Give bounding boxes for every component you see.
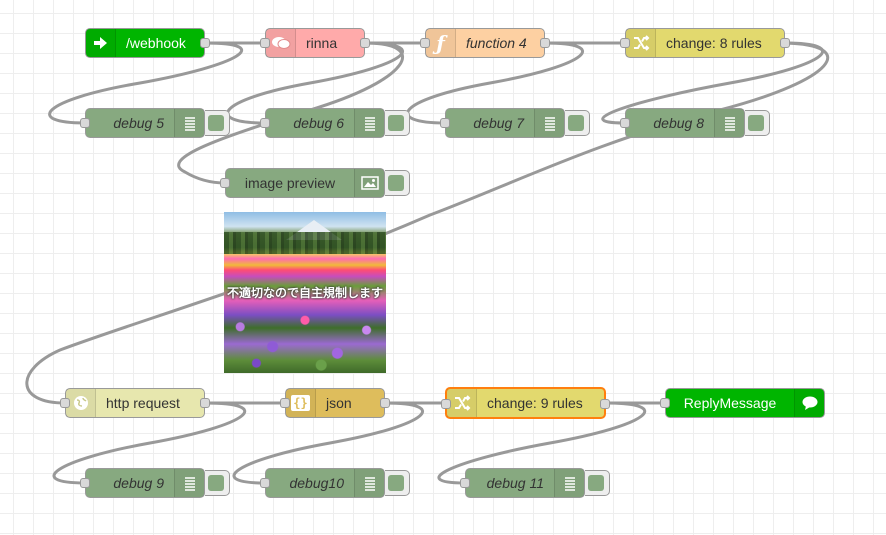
list-icon bbox=[174, 469, 204, 497]
node-function4[interactable]: ƒ function 4 bbox=[420, 28, 550, 58]
node-label: function 4 bbox=[466, 35, 527, 51]
wire-rinna-image-preview[interactable] bbox=[177, 41, 405, 185]
node-change8[interactable]: change: 8 rules bbox=[620, 28, 790, 58]
node-label: rinna bbox=[306, 35, 338, 51]
chat-bubble-icon bbox=[266, 29, 296, 57]
debug-toggle-button[interactable] bbox=[385, 470, 410, 496]
image-preview-picture: 不適切なので自主規制します bbox=[224, 212, 386, 373]
input-port[interactable] bbox=[660, 398, 670, 408]
list-icon bbox=[354, 109, 384, 137]
tree-line bbox=[224, 232, 386, 254]
function-icon: ƒ bbox=[426, 29, 456, 57]
node-debug11[interactable]: debug 11 bbox=[460, 468, 585, 498]
node-label: /webhook bbox=[126, 35, 186, 51]
image-icon bbox=[354, 169, 384, 197]
input-port[interactable] bbox=[620, 38, 630, 48]
node-label: ReplyMessage bbox=[683, 395, 777, 411]
input-port[interactable] bbox=[80, 118, 90, 128]
debug-toggle-button[interactable] bbox=[745, 110, 770, 136]
node-label: image preview bbox=[244, 175, 336, 191]
list-icon bbox=[174, 109, 204, 137]
flower-field bbox=[224, 307, 386, 373]
node-json[interactable]: {} json bbox=[280, 388, 390, 418]
input-port[interactable] bbox=[441, 399, 451, 409]
input-port[interactable] bbox=[260, 38, 270, 48]
input-port[interactable] bbox=[60, 398, 70, 408]
node-label: http request bbox=[106, 395, 180, 411]
list-icon bbox=[714, 109, 744, 137]
list-icon bbox=[354, 469, 384, 497]
node-label: debug 9 bbox=[113, 475, 164, 491]
node-label: debug 5 bbox=[113, 115, 164, 131]
braces-icon: {} bbox=[286, 389, 316, 417]
node-change9[interactable]: change: 9 rules bbox=[441, 387, 610, 419]
node-reply-message[interactable]: ReplyMessage bbox=[660, 388, 825, 418]
arrow-in-icon bbox=[86, 29, 116, 57]
output-port[interactable] bbox=[540, 38, 550, 48]
node-label: json bbox=[326, 395, 352, 411]
input-port[interactable] bbox=[420, 38, 430, 48]
output-port[interactable] bbox=[360, 38, 370, 48]
input-port[interactable] bbox=[260, 478, 270, 488]
preview-toggle-button[interactable] bbox=[385, 170, 410, 196]
shuffle-icon bbox=[626, 29, 656, 57]
wire-webhook-debug5[interactable] bbox=[48, 41, 243, 125]
debug-toggle-button[interactable] bbox=[205, 470, 230, 496]
wire-http-request-debug9[interactable] bbox=[52, 401, 247, 485]
debug-toggle-button[interactable] bbox=[565, 110, 590, 136]
shuffle-icon bbox=[447, 389, 477, 417]
node-debug8[interactable]: debug 8 bbox=[620, 108, 745, 138]
preview-caption: 不適切なので自主規制します bbox=[226, 286, 383, 300]
node-label: change: 8 rules bbox=[666, 35, 762, 51]
output-port[interactable] bbox=[380, 398, 390, 408]
input-port[interactable] bbox=[440, 118, 450, 128]
node-debug7[interactable]: debug 7 bbox=[440, 108, 565, 138]
debug-toggle-button[interactable] bbox=[205, 110, 230, 136]
node-debug6[interactable]: debug 6 bbox=[260, 108, 385, 138]
node-debug9[interactable]: debug 9 bbox=[80, 468, 205, 498]
wire-change8-http-request[interactable] bbox=[25, 41, 830, 405]
node-label: change: 9 rules bbox=[487, 395, 583, 411]
input-port[interactable] bbox=[280, 398, 290, 408]
node-debug10[interactable]: debug10 bbox=[260, 468, 385, 498]
list-icon bbox=[534, 109, 564, 137]
output-port[interactable] bbox=[780, 38, 790, 48]
output-port[interactable] bbox=[200, 398, 210, 408]
node-image-preview[interactable]: image preview bbox=[220, 168, 385, 198]
debug-toggle-button[interactable] bbox=[385, 110, 410, 136]
node-label: debug 7 bbox=[473, 115, 524, 131]
node-webhook[interactable]: /webhook bbox=[85, 28, 210, 58]
node-debug5[interactable]: debug 5 bbox=[80, 108, 205, 138]
input-port[interactable] bbox=[260, 118, 270, 128]
input-port[interactable] bbox=[620, 118, 630, 128]
node-label: debug 6 bbox=[293, 115, 344, 131]
input-port[interactable] bbox=[460, 478, 470, 488]
debug-toggle-button[interactable] bbox=[585, 470, 610, 496]
node-label: debug10 bbox=[289, 475, 344, 491]
output-port[interactable] bbox=[600, 399, 610, 409]
node-http-request[interactable]: http request bbox=[60, 388, 210, 418]
globe-icon bbox=[66, 389, 96, 417]
list-icon bbox=[554, 469, 584, 497]
input-port[interactable] bbox=[80, 478, 90, 488]
node-label: debug 11 bbox=[486, 475, 544, 491]
wire-change9-debug11[interactable] bbox=[437, 401, 647, 485]
node-label: debug 8 bbox=[653, 115, 704, 131]
wire-json-debug10[interactable] bbox=[232, 401, 425, 485]
output-port[interactable] bbox=[200, 38, 210, 48]
input-port[interactable] bbox=[220, 178, 230, 188]
speech-bubble-icon bbox=[794, 389, 824, 417]
node-rinna[interactable]: rinna bbox=[260, 28, 370, 58]
